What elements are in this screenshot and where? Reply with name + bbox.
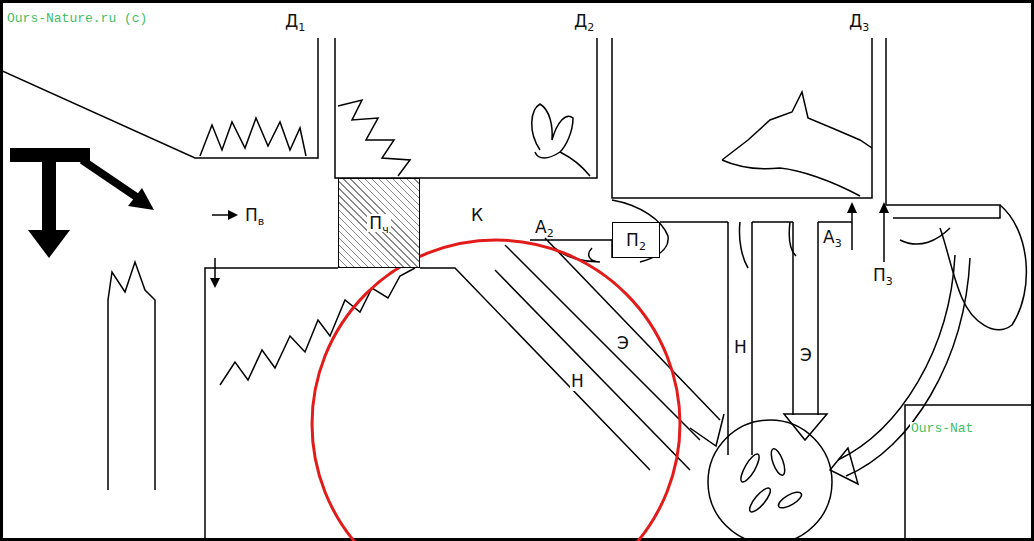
symbol-letter: П — [245, 205, 258, 225]
channel-line — [335, 38, 597, 178]
flow-label: П3 — [872, 266, 894, 285]
bacterium — [747, 485, 774, 514]
sun-arrow — [128, 188, 154, 210]
node-text: П2 — [624, 231, 648, 250]
symbol-letter: Д — [285, 11, 298, 31]
arrow-line — [214, 258, 216, 280]
respiration-label: Д1 — [284, 12, 306, 31]
fox-tail — [940, 205, 1026, 330]
arrow-line — [851, 210, 853, 250]
band-line — [495, 270, 690, 470]
symbol-letter: А — [535, 217, 547, 237]
arrow-head — [830, 448, 858, 484]
flow-label: К — [470, 206, 484, 225]
sun-arrow — [28, 230, 70, 258]
symbol-subscript: 3 — [862, 21, 869, 34]
sun-arrow — [82, 160, 138, 198]
channel-line — [205, 268, 338, 540]
fox — [722, 92, 872, 196]
plant-crown — [200, 118, 306, 156]
band-line — [530, 238, 720, 420]
channel-line — [886, 38, 1000, 218]
arrow-head — [690, 414, 724, 446]
decomposer-circle — [708, 420, 832, 541]
plant-roots — [220, 268, 415, 385]
arrow-head — [879, 202, 889, 213]
band-line — [420, 268, 650, 470]
symbol-subscript: 2 — [639, 240, 646, 253]
symbol-subscript: 3 — [835, 237, 842, 250]
rabbit — [532, 104, 590, 176]
symbol-subscript: 2 — [587, 21, 594, 34]
node-text: Пч — [367, 214, 390, 233]
producer-box: Пч — [338, 178, 420, 268]
sun-arrow — [42, 160, 56, 232]
channel-line — [612, 38, 872, 198]
fox — [900, 228, 950, 244]
watermark: Ours-Nat — [910, 422, 974, 436]
plant-leaves — [338, 100, 410, 176]
channel-line — [0, 38, 318, 158]
band-line — [793, 222, 818, 415]
arrow-head — [784, 414, 827, 440]
symbol-letter: Д — [849, 11, 862, 31]
watermark: Ours-Nature.ru (c) — [6, 12, 148, 26]
symbol-letter: П — [626, 230, 639, 250]
respiration-label: Д3 — [848, 12, 870, 31]
symbol-letter: П — [369, 213, 382, 233]
arrow-line — [883, 210, 885, 262]
symbol-subscript: 3 — [886, 275, 893, 288]
inset-box — [905, 405, 1034, 541]
band-line — [846, 258, 970, 476]
band-line — [728, 222, 752, 455]
arrow-head — [228, 210, 238, 220]
highlight-circle — [312, 240, 680, 541]
symbol-subscript: 2 — [547, 227, 554, 240]
fox — [739, 222, 796, 268]
flow-label: Н — [570, 372, 585, 391]
flow-label: Пв — [244, 206, 265, 225]
symbol-subscript: 1 — [298, 21, 305, 34]
sun-arrow — [10, 148, 90, 162]
symbol-letter: А — [823, 227, 835, 247]
consumer-box: П2 — [612, 222, 660, 258]
symbol-letter: П — [873, 265, 886, 285]
channel-line — [660, 221, 852, 223]
bacterium — [769, 447, 788, 477]
bacterium — [738, 452, 763, 485]
rabbit — [555, 200, 668, 262]
symbol-subscript: ч — [382, 223, 389, 236]
flow-label: Э — [799, 346, 813, 365]
arrow-head — [847, 202, 857, 213]
flow-label: Н — [733, 338, 748, 357]
symbol-letter: Д — [574, 11, 587, 31]
arrow-head — [210, 278, 220, 288]
plant-litter — [108, 262, 155, 490]
flow-label: А3 — [822, 228, 843, 247]
symbol-subscript: в — [258, 215, 264, 228]
bacterium — [776, 489, 804, 511]
flow-label: Э — [616, 334, 630, 353]
respiration-label: Д2 — [573, 12, 595, 31]
flow-label: А2 — [534, 218, 555, 237]
